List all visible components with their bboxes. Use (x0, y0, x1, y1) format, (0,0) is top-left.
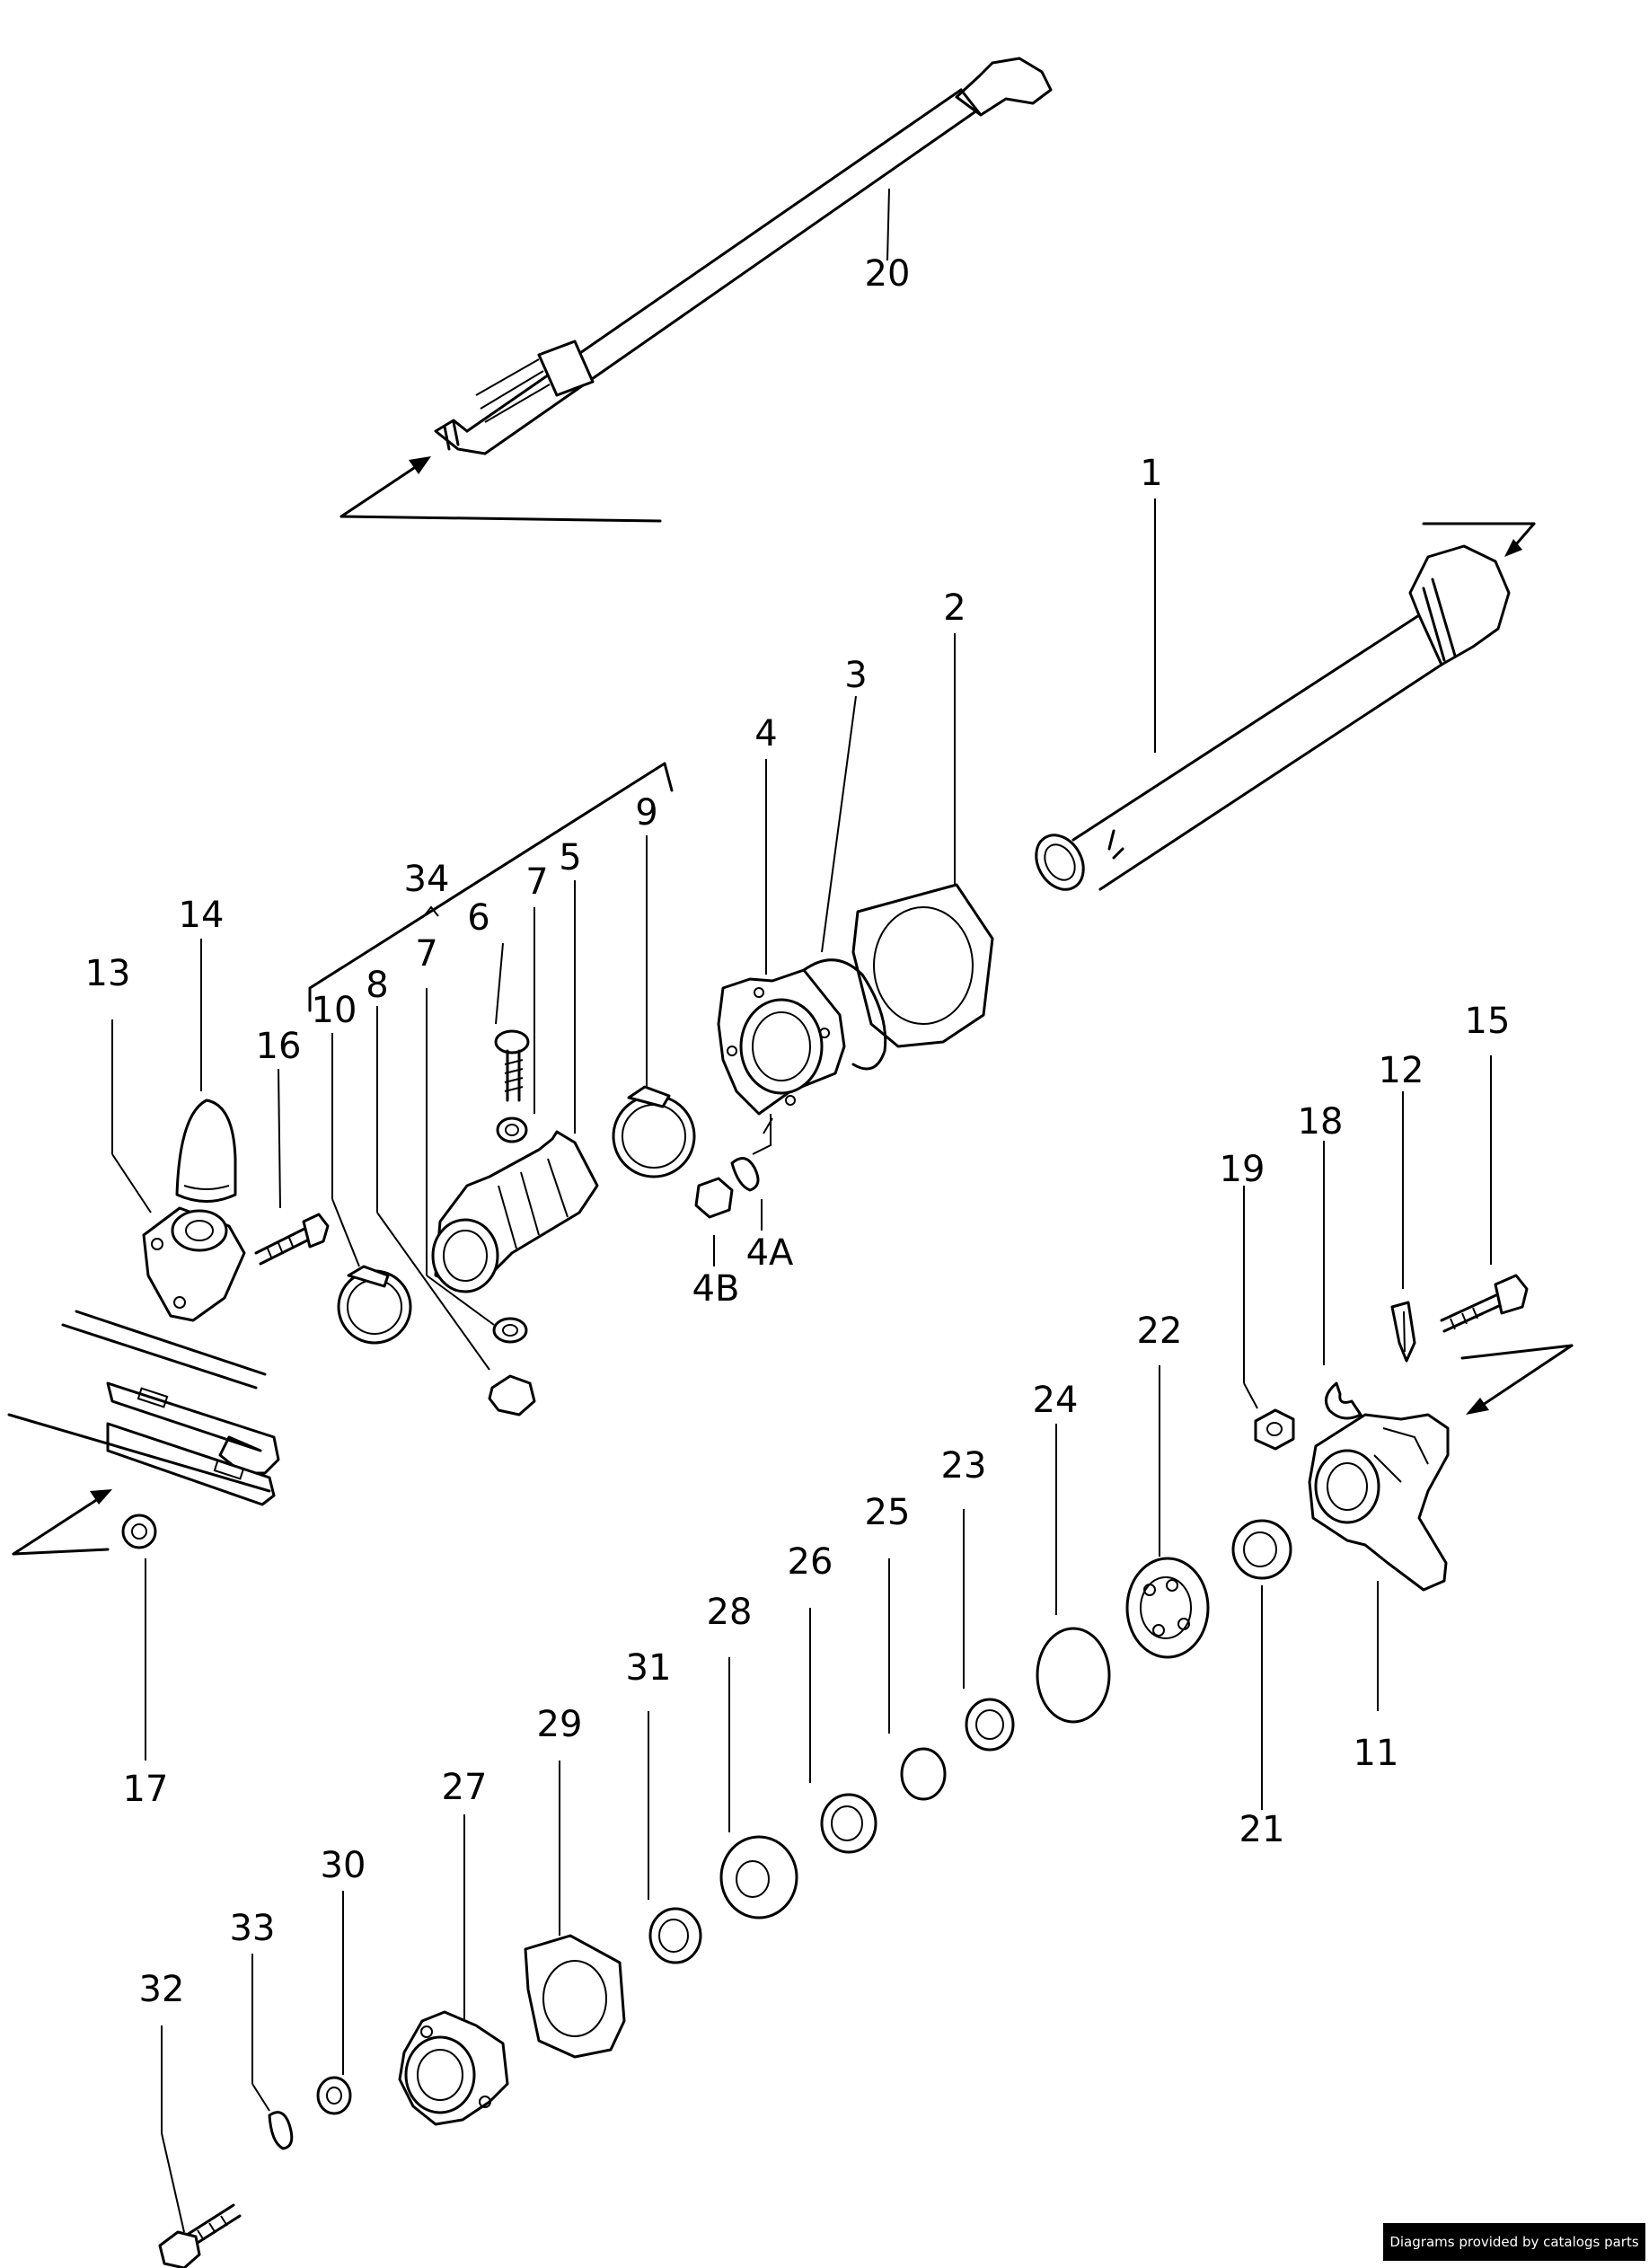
part-4-flange (717, 968, 846, 1116)
part-7-washer-upper (496, 1116, 528, 1143)
label-12: 12 (1379, 1050, 1424, 1091)
label-13: 13 (85, 953, 131, 994)
part-15-bolt (1440, 1274, 1529, 1333)
part-31-seal (648, 1907, 702, 1964)
part-14-buffer (175, 1099, 237, 1203)
label-16: 16 (256, 1026, 302, 1067)
label-19: 19 (1220, 1149, 1265, 1190)
label-2: 2 (943, 587, 966, 629)
label-4: 4 (754, 713, 777, 755)
arrow-left-lower (7, 1413, 271, 1556)
label-4B: 4B (692, 1268, 740, 1310)
leader-4-detail (752, 1114, 773, 1155)
label-4A: 4A (746, 1232, 794, 1274)
leader-20 (886, 188, 890, 261)
label-28: 28 (707, 1592, 753, 1633)
part-9-clamp (612, 1085, 696, 1178)
label-31: 31 (626, 1647, 672, 1689)
label-7-upper: 7 (525, 861, 548, 903)
label-27: 27 (442, 1767, 488, 1808)
arrow-right-upper (1422, 522, 1536, 557)
label-33: 33 (230, 1908, 276, 1949)
label-14: 14 (179, 895, 225, 936)
part-23-seal (965, 1698, 1015, 1752)
label-21: 21 (1239, 1809, 1285, 1850)
label-23: 23 (941, 1445, 987, 1487)
part-16-bolt (254, 1213, 330, 1266)
label-10: 10 (312, 990, 357, 1031)
label-7-lower: 7 (415, 933, 437, 975)
label-5: 5 (559, 837, 581, 878)
part-19-nut (1254, 1408, 1295, 1451)
label-6: 6 (467, 897, 489, 939)
leader-32-b (161, 2132, 185, 2233)
label-9: 9 (635, 792, 657, 834)
part-7-washer-lower (492, 1317, 528, 1344)
label-1: 1 (1140, 453, 1162, 494)
leader-8-b (376, 1212, 490, 1371)
part-21-seal (1231, 1519, 1292, 1580)
label-32: 32 (139, 1969, 185, 2010)
leader-3 (821, 695, 857, 953)
part-27-flange (398, 2010, 509, 2126)
part-6-screw (494, 1029, 530, 1102)
bracket-34-tick (423, 905, 439, 917)
label-18: 18 (1298, 1101, 1344, 1143)
leader-33-b (251, 2083, 270, 2112)
label-11: 11 (1354, 1733, 1399, 1774)
credit-badge: Diagrams provided by catalogs parts (1383, 2223, 1645, 2261)
strap-bracket (61, 1310, 280, 1506)
part-12-split-pin (1390, 1301, 1416, 1363)
leader-6 (495, 942, 504, 1025)
label-8: 8 (366, 965, 388, 1006)
part-3-o-ring (802, 958, 887, 1071)
bracket-34 (308, 762, 674, 1012)
arrow-left-upper (340, 456, 662, 523)
label-34: 34 (404, 859, 450, 900)
label-26: 26 (788, 1541, 833, 1583)
label-24: 24 (1033, 1380, 1079, 1421)
label-3: 3 (844, 655, 867, 696)
label-22: 22 (1137, 1310, 1183, 1352)
label-25: 25 (865, 1492, 911, 1533)
part-32-bolt (158, 2203, 242, 2268)
leader-13-b (111, 1153, 152, 1213)
label-17: 17 (123, 1769, 169, 1810)
label-30: 30 (321, 1845, 366, 1886)
part-33-spring-washer (268, 2111, 294, 2150)
part-22-bearing (1125, 1557, 1210, 1659)
part-4a-spring-washer (730, 1157, 760, 1192)
part-26-seal (820, 1793, 877, 1854)
part-4b-nut (694, 1177, 734, 1219)
part-11-housing (1308, 1413, 1450, 1592)
leader-19-b (1243, 1382, 1258, 1409)
arrow-right-lower (1460, 1344, 1574, 1415)
label-15: 15 (1465, 1001, 1511, 1042)
part-25-o-ring (900, 1747, 947, 1801)
part-10-clamp (337, 1265, 412, 1345)
part-5-boot (431, 1130, 599, 1293)
leader-16 (278, 1068, 281, 1209)
leader-7-lower-b (426, 1275, 495, 1326)
part-28-bearing (719, 1835, 798, 1919)
part-29-gasket (524, 1934, 626, 2059)
part-2-gasket-hole (873, 906, 974, 1025)
part-24-o-ring (1036, 1627, 1111, 1724)
part-13-mount (142, 1206, 246, 1322)
part-18-circlip (1324, 1381, 1362, 1420)
part-1-axle-tube (1035, 544, 1511, 891)
label-20: 20 (865, 253, 911, 295)
label-29: 29 (537, 1704, 583, 1745)
part-17-washer (121, 1513, 157, 1549)
part-30-washer (316, 2076, 352, 2115)
part-8-nut (488, 1374, 536, 1416)
leader-10-b (331, 1198, 360, 1267)
part-20-shaft (434, 57, 1053, 455)
